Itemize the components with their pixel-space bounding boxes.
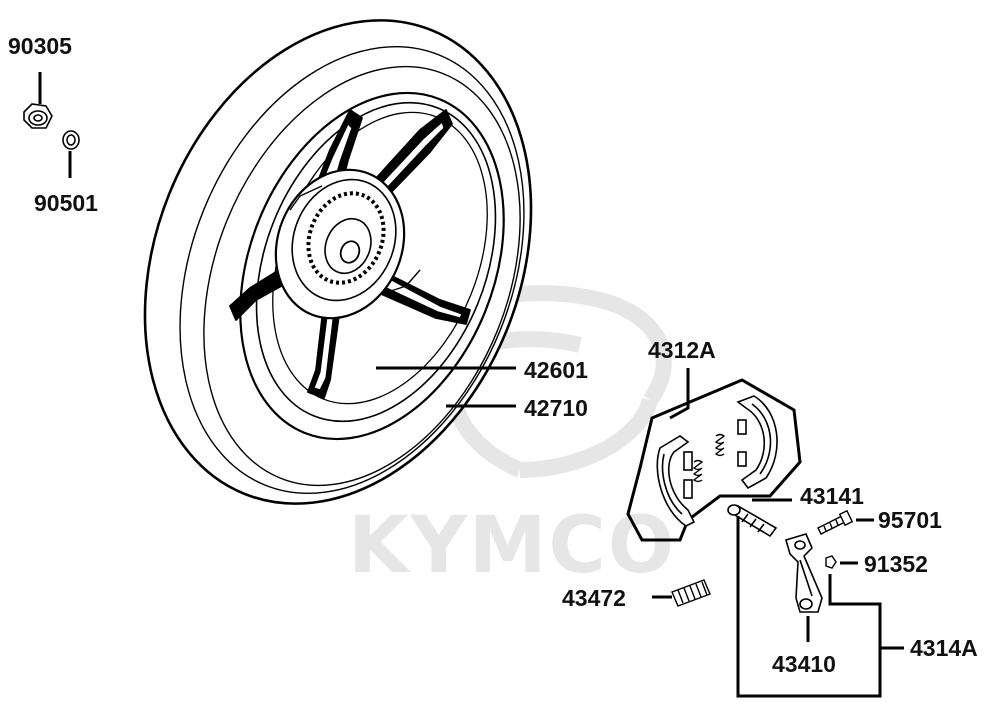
label-43472: 43472 [562,585,626,611]
bolt-95701-icon [817,509,854,535]
label-95701: 95701 [878,507,942,533]
rear-wheel-illustration [143,19,533,505]
part-labels: 90305 90501 42601 42710 4312A 43141 9570… [8,33,978,677]
label-90501: 90501 [34,190,98,216]
label-42710: 42710 [524,395,588,421]
leader-lines [38,72,904,698]
brake-shoe-set-group [626,378,802,542]
label-43141: 43141 [800,483,864,509]
washer-90501-icon [62,130,80,150]
label-90305: 90305 [8,33,72,59]
brake-shoe-outline [626,378,802,542]
nut-91352-icon [825,555,837,569]
axle-hole [339,240,361,264]
label-4314A: 4314A [910,635,978,661]
rim-outer [239,91,505,441]
return-spring-43472-icon [671,579,711,607]
label-43410: 43410 [772,651,836,677]
brake-arm-43410-icon [785,533,823,613]
label-42601: 42601 [524,357,588,383]
brake-shoe-right-icon [736,395,778,490]
label-4312A: 4312A [648,337,716,363]
watermark-text: KYMCO [348,501,676,591]
brake-cam-43141-icon [727,504,778,538]
nut-90305-icon [23,103,53,129]
label-91352: 91352 [864,551,928,577]
brake-shoe-left-icon [656,435,696,527]
shoe-spring-icon [692,433,726,483]
